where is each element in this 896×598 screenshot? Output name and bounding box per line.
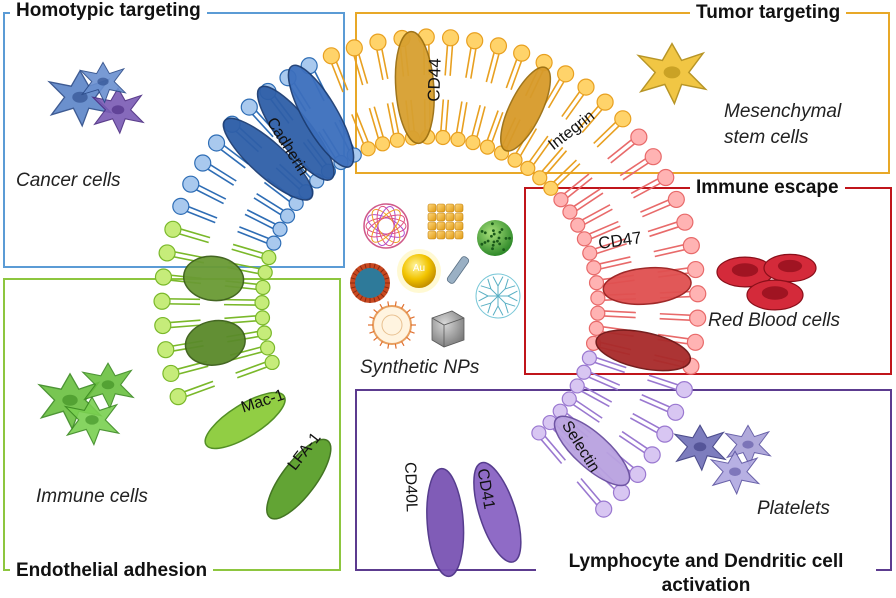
inorganic-cube-np-icon	[431, 310, 465, 348]
membrane-protein	[553, 415, 631, 487]
mesenchymal-cells-label: Mesenchymal stem cells	[724, 101, 842, 148]
gold-np-label: Au	[412, 263, 426, 274]
endothelial-title: Endothelial adhesion	[10, 560, 214, 582]
membrane-protein	[266, 438, 332, 520]
cell-illustrations	[37, 42, 817, 496]
tumor-box	[355, 12, 890, 174]
synthetic-nanoparticles	[350, 203, 521, 349]
membrane-protein	[287, 64, 355, 168]
membrane-protein	[394, 30, 435, 145]
membrane-protein	[182, 255, 245, 302]
red-blood-cell-icon	[763, 253, 817, 283]
cancer-cells-label: Cancer cells	[16, 170, 121, 191]
porous-np-icon	[427, 203, 464, 240]
membrane-protein	[500, 66, 552, 152]
immune-cell-icon	[63, 395, 121, 447]
membrane-protein	[595, 329, 692, 372]
mesoporous-silica-np-icon	[477, 220, 513, 256]
membrane-protein	[473, 461, 522, 563]
gold-np-icon	[397, 249, 441, 293]
red-blood-cells-label: Red Blood cells	[708, 310, 841, 331]
membrane-protein	[222, 117, 314, 201]
nanotube-icon	[446, 256, 470, 284]
homotypic-title: Homotypic targeting	[10, 0, 207, 22]
red-blood-cell-icon	[746, 279, 804, 311]
immune-cells-label: Immune cells	[36, 486, 148, 507]
dendrimer-icon	[475, 273, 521, 319]
cancer-cell-icon	[91, 87, 145, 135]
synthetic-nps-label: Synthetic NPs	[360, 357, 480, 378]
membrane-protein	[426, 467, 465, 578]
membrane-protein	[602, 266, 692, 306]
membrane-protein	[204, 391, 286, 450]
cd44-label: CD44	[424, 57, 445, 103]
cancer-cell-icon	[79, 61, 127, 104]
cd40l-label: CD40L	[401, 461, 420, 513]
membrane-protein	[184, 319, 246, 366]
stem-cell-icon	[636, 42, 708, 106]
platelet-icon	[673, 424, 727, 472]
polymer-np-icon	[363, 203, 409, 249]
liposome-icon	[368, 301, 416, 349]
membrane-proteins	[182, 30, 692, 578]
micelle-np-icon	[350, 263, 390, 303]
platelet-icon	[709, 450, 761, 496]
platelets-label: Platelets	[757, 498, 830, 519]
immune-escape-title: Immune escape	[690, 177, 845, 199]
tumor-title: Tumor targeting	[690, 2, 847, 24]
lymphocyte-title: Lymphocyte and Dendritic cell activation	[536, 550, 876, 598]
